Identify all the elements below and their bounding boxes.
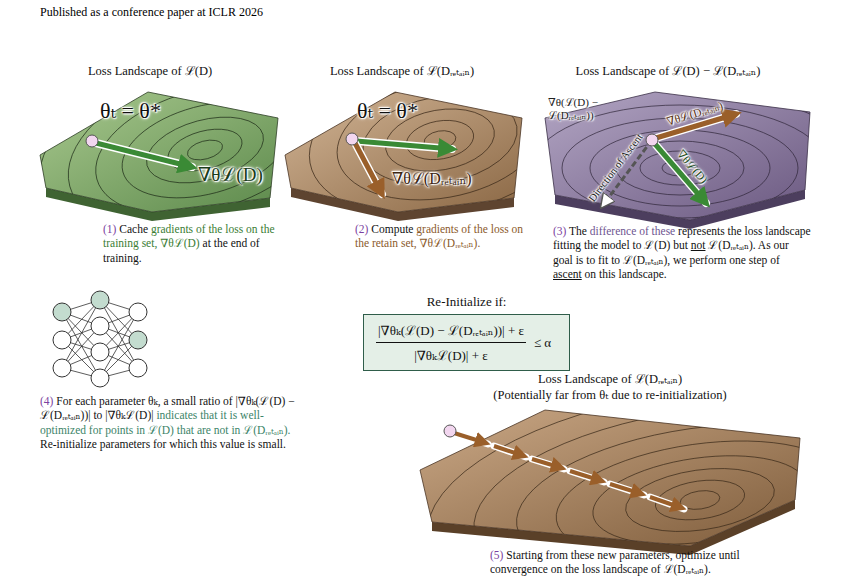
numerator: |∇θₖ(ℒ(D) − ℒ(Dᵣₑₜₐᵢₙ))| + ε	[376, 321, 526, 343]
step-number: (1)	[103, 223, 116, 235]
caption-text: Cache	[119, 223, 148, 235]
point-label: θₜ = θ*	[357, 98, 418, 123]
fraction: |∇θₖ(ℒ(D) − ℒ(Dᵣₑₜₐᵢₙ))| + ε|∇θₖℒ(D)| + …	[376, 321, 526, 364]
panel-title: Loss Landscape of ℒ(D)	[88, 64, 212, 78]
threshold: ≤ α	[534, 335, 551, 351]
caption-text: The	[569, 225, 587, 237]
step-number: (3)	[553, 225, 566, 237]
caption-block: (3) The difference of these represents t…	[553, 224, 811, 282]
page-header: Published as a conference paper at ICLR …	[40, 6, 263, 20]
rule-box: Re-Initialize if:|∇θₖ(ℒ(D) − ℒ(Dᵣₑₜₐᵢₙ))…	[363, 314, 570, 371]
step-number: (2)	[355, 223, 368, 235]
caption-block: (1) Cache gradients of the loss on the t…	[103, 222, 281, 265]
caption-text: not	[691, 239, 706, 251]
step-number: (4)	[40, 395, 53, 407]
gradient-label: ∇θℒ(D)	[198, 164, 263, 186]
panel-subtitle: (Potentially far from θₜ due to re-initi…	[493, 388, 726, 402]
panel-title: Loss Landscape of ℒ(D) − ℒ(Dᵣₑₜₐᵢₙ)	[576, 64, 761, 78]
box-heading: Re-Initialize if:	[364, 294, 569, 310]
caption-text: on this landscape.	[585, 268, 667, 280]
difference-label: ∇θ(ℒ(D) − ℒ(Dᵣₑₜₐᵢₙ))	[548, 96, 643, 121]
caption-text: difference of these	[590, 225, 675, 237]
caption-text: Starting from these new parameters, opti…	[490, 549, 740, 575]
denominator: |∇θₖℒ(D)| + ε	[412, 343, 490, 364]
caption-text: Compute	[371, 223, 413, 235]
caption-block: (5) Starting from these new parameters, …	[490, 548, 800, 577]
caption-text: Re-initialize parameters for which this …	[40, 438, 286, 450]
panel-title: Loss Landscape of ℒ(Dᵣₑₜₐᵢₙ)	[538, 372, 682, 386]
caption-block: (2) Compute gradients of the loss on the…	[355, 222, 527, 251]
point-label: θₜ = θ*	[100, 98, 161, 123]
step-number: (5)	[490, 549, 503, 561]
panel-title: Loss Landscape of ℒ(Dᵣₑₜₐᵢₙ)	[330, 64, 474, 78]
gradient-label: ∇θℒ(Dᵣₑₜₐᵢₙ)	[392, 170, 472, 188]
caption-block: (4) For each parameter θₖ, a small ratio…	[40, 394, 304, 452]
caption-text: ascent	[553, 268, 582, 280]
